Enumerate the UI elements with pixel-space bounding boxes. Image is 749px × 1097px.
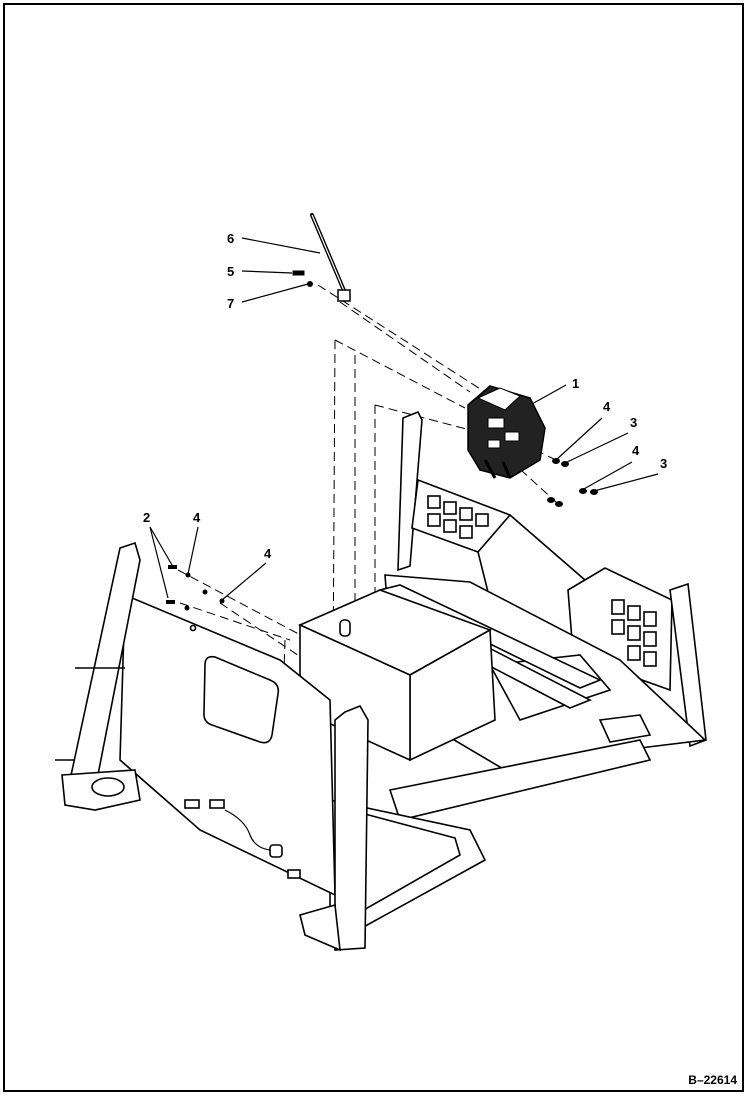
callout-1: 1 <box>572 376 579 391</box>
cable <box>224 809 271 851</box>
callout-4-mid: 4 <box>264 546 272 561</box>
side-grille-slots <box>611 599 657 667</box>
callout-3-lower: 3 <box>660 456 667 471</box>
callout-2: 2 <box>143 510 150 525</box>
callout-4-left: 4 <box>193 510 201 525</box>
callout-5: 5 <box>227 264 234 279</box>
figure-reference: B–22614 <box>688 1073 737 1087</box>
leader-lines <box>149 237 659 601</box>
callout-labels: 6 5 7 1 4 3 4 3 2 4 4 <box>143 231 667 561</box>
callout-6: 6 <box>227 231 234 246</box>
callout-7: 7 <box>227 296 234 311</box>
control-lever <box>310 213 351 302</box>
callout-4-lower: 4 <box>632 443 640 458</box>
callout-3-upper: 3 <box>630 415 637 430</box>
pin-and-washer <box>292 270 313 287</box>
chassis-frame <box>55 410 707 952</box>
rear-grille-slots <box>427 495 489 539</box>
washers-and-nuts <box>166 458 598 611</box>
control-valve <box>467 385 546 479</box>
callout-4-upper: 4 <box>603 399 611 414</box>
